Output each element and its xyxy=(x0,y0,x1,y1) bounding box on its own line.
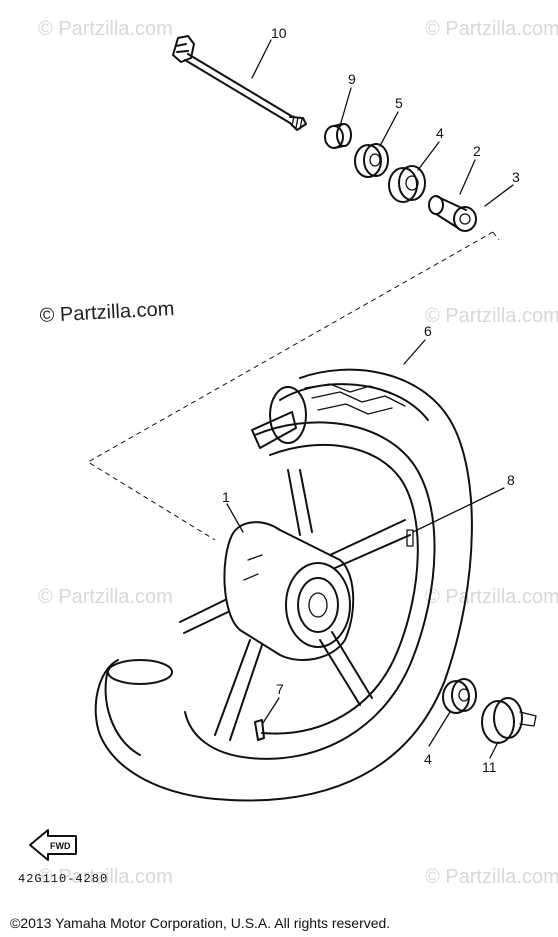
callout-bearing-top: 4 xyxy=(436,125,444,141)
callout-seal: 5 xyxy=(395,95,403,111)
diagram-code: 42G110-4280 xyxy=(18,872,108,886)
callout-numbers: 10 9 5 4 2 3 6 1 8 7 4 11 xyxy=(222,25,520,775)
watermark-bottom-left: © Partzilla.com xyxy=(38,866,173,888)
fwd-arrow-icon: FWD xyxy=(29,829,77,861)
callout-collar: 3 xyxy=(512,169,520,185)
hub-part xyxy=(223,521,355,661)
axle-part xyxy=(172,35,307,131)
valve-part xyxy=(254,719,265,741)
callout-axle: 10 xyxy=(271,25,287,41)
callout-leaders xyxy=(226,39,514,759)
watermark-top-right: © Partzilla.com xyxy=(425,18,558,40)
watermark-mid-left: © Partzilla.com xyxy=(39,298,175,327)
watermarks: © Partzilla.com © Partzilla.com © Partzi… xyxy=(38,18,558,888)
bearing-top-part xyxy=(388,165,426,203)
collar-small-part xyxy=(324,123,352,149)
assembly-lines xyxy=(87,231,500,541)
seal-part xyxy=(354,143,389,178)
callout-gear-unit: 11 xyxy=(482,759,497,775)
tire-part xyxy=(94,368,473,802)
fwd-label: FWD xyxy=(50,841,71,851)
callout-spacer: 2 xyxy=(473,143,481,159)
watermark-bottom-right: © Partzilla.com xyxy=(425,866,558,888)
callout-hub: 1 xyxy=(222,489,230,505)
collar-part xyxy=(453,206,477,232)
callout-rim: 8 xyxy=(507,472,515,488)
watermark-lower-right: © Partzilla.com xyxy=(425,586,558,608)
callout-tire: 6 xyxy=(424,323,432,339)
callout-valve: 7 xyxy=(276,681,284,697)
rim-part xyxy=(179,411,436,760)
callout-bearing-bottom: 4 xyxy=(424,751,432,767)
copyright-notice: ©2013 Yamaha Motor Corporation, U.S.A. A… xyxy=(10,915,390,931)
spacer-part xyxy=(428,195,467,229)
watermark-mid-right: © Partzilla.com xyxy=(425,305,558,327)
watermark-lower-left: © Partzilla.com xyxy=(38,586,173,608)
gear-unit-part xyxy=(481,697,537,744)
watermark-top-left: © Partzilla.com xyxy=(38,18,173,40)
bearing-bottom-part xyxy=(442,678,477,714)
callout-collar-small: 9 xyxy=(348,71,356,87)
